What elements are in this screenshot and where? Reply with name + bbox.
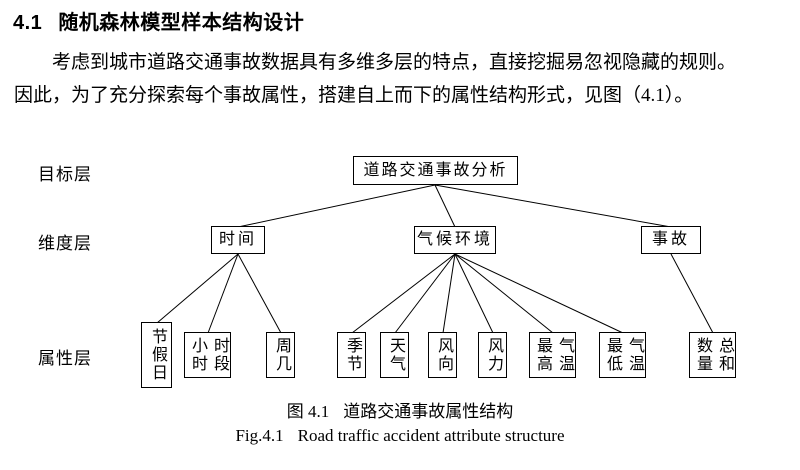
- attribute-node-max-temperature: 最高气温: [529, 332, 576, 378]
- dimension-node-accident: 事故: [641, 226, 701, 254]
- attribute-node-wind-force: 风力: [478, 332, 507, 378]
- edge-line: [670, 253, 714, 334]
- attribute-node-season: 季节: [337, 332, 366, 378]
- edge-line: [434, 184, 456, 228]
- body-paragraph: 考虑到城市道路交通事故数据具有多维多层的特点，直接挖掘易忽视隐藏的规则。 因此，…: [14, 46, 790, 112]
- figure-caption-en-label: Fig.4.1: [235, 426, 284, 445]
- edge-line: [237, 253, 282, 334]
- section-title: 随机森林模型样本结构设计: [58, 12, 305, 34]
- section-heading: 4.1 随机森林模型样本结构设计: [13, 6, 304, 35]
- edge-line: [454, 253, 554, 334]
- edge-line: [442, 253, 456, 334]
- attribute-node-weather: 天气: [380, 332, 409, 378]
- edge-line: [207, 253, 239, 334]
- attribute-node-hour-period: 小时时段: [184, 332, 231, 378]
- edge-line: [434, 184, 672, 228]
- figure-caption-zh-label: 图 4.1: [286, 402, 330, 421]
- figure-caption-en-text: Road traffic accident attribute structur…: [297, 426, 565, 445]
- layer-label-dimension: 维度层: [38, 234, 92, 253]
- figure-caption-zh: 图 4.1 道路交通事故属性结构: [0, 397, 800, 422]
- edge-line: [351, 253, 456, 334]
- edge-line: [156, 253, 239, 324]
- paragraph-line-2: 因此，为了充分探索每个事故属性，搭建自上而下的属性结构形式，见图（4.1）。: [14, 85, 694, 106]
- layer-label-attribute: 属性层: [38, 349, 92, 368]
- dimension-node-climate: 气候环境: [414, 226, 496, 254]
- edge-line: [394, 253, 456, 334]
- figure-caption-zh-text: 道路交通事故属性结构: [343, 402, 514, 421]
- layer-label-target: 目标层: [38, 165, 92, 184]
- root-node-accident-analysis: 道路交通事故分析: [353, 156, 518, 185]
- dimension-node-time: 时间: [211, 226, 265, 254]
- attribute-node-min-temperature: 最低气温: [599, 332, 646, 378]
- paragraph-line-1: 考虑到城市道路交通事故数据具有多维多层的特点，直接挖掘易忽视隐藏的规则。: [52, 52, 737, 73]
- edge-line: [454, 253, 624, 334]
- section-number: 4.1: [13, 12, 43, 34]
- attribute-node-holiday: 节假日: [141, 322, 172, 388]
- figure-caption-en: Fig.4.1 Road traffic accident attribute s…: [0, 426, 800, 446]
- edge-line: [454, 253, 494, 334]
- attribute-node-wind-direction: 风向: [428, 332, 457, 378]
- attribute-node-total-count: 数量总和: [689, 332, 736, 378]
- edge-line: [237, 184, 436, 228]
- attribute-node-weekday: 周几: [266, 332, 295, 378]
